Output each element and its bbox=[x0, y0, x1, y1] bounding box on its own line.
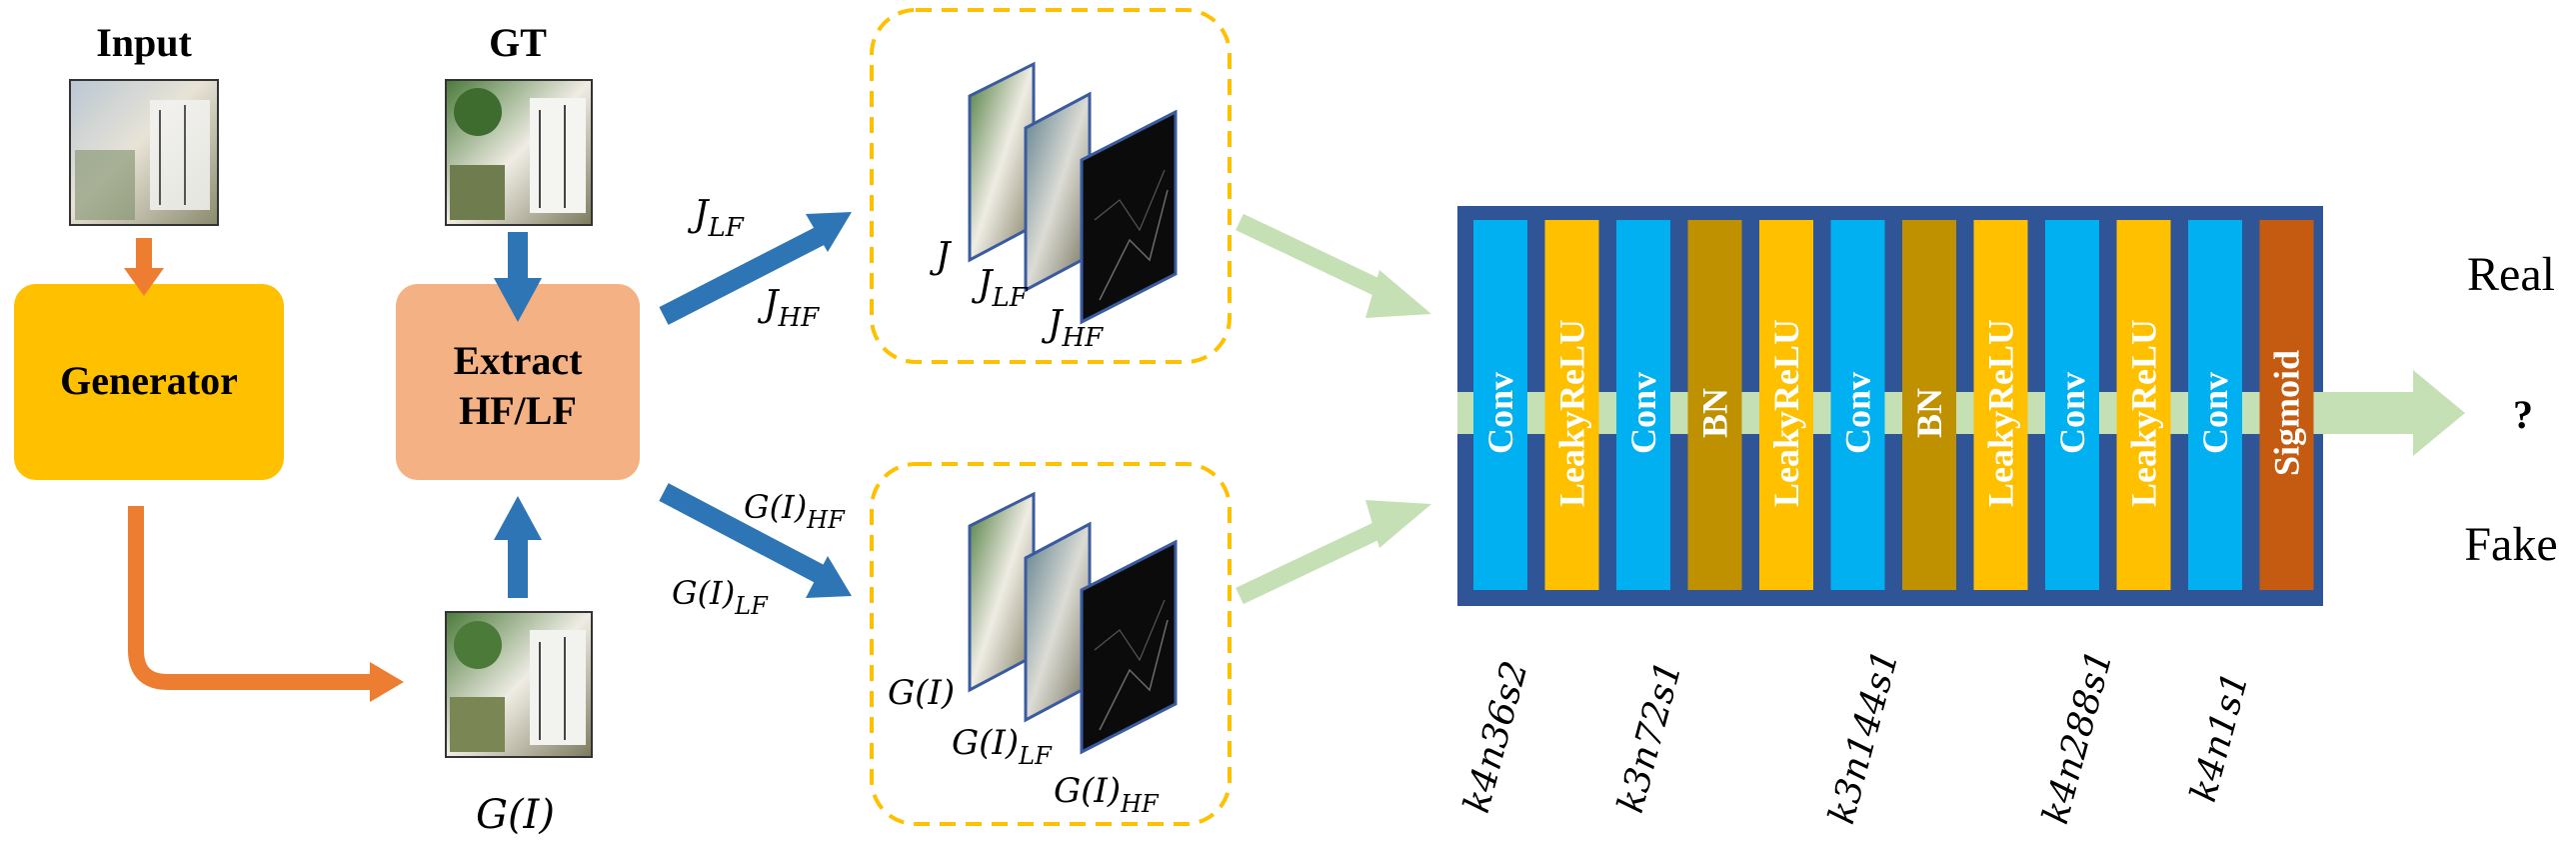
gt-header: GT bbox=[489, 20, 547, 65]
layer-2-relu-bar bbox=[1544, 220, 1599, 590]
layer-9-conv-bar bbox=[2045, 220, 2099, 590]
output-question-label: ? bbox=[2513, 392, 2533, 437]
bottom-stack-gi-label: G(I) bbox=[888, 673, 955, 713]
layer-4-bn-bar bbox=[1687, 220, 1742, 590]
output-real-label: Real bbox=[2467, 248, 2555, 301]
layer-7-label: BN bbox=[1909, 388, 1949, 438]
extract-to-top-stack-arrow bbox=[659, 212, 852, 325]
layer-9-label: Conv bbox=[2052, 372, 2092, 454]
top-stack-jlf-label: JLF bbox=[971, 264, 1029, 313]
top-stack-j-image bbox=[968, 61, 1036, 263]
layer-8-label: LeakyReLU bbox=[1981, 319, 2021, 507]
top-stack-to-disc-arrow bbox=[1236, 213, 1431, 318]
layer-8-relu-bar bbox=[1973, 220, 2028, 590]
gt-to-extract-arrow bbox=[494, 232, 542, 322]
kernel-spec-labels: k4n36s2 k3n72s1 k3n144s1 k4n288s1 k4n1s1 bbox=[1456, 646, 2257, 829]
layer-11-label: Conv bbox=[2195, 372, 2235, 454]
output-fake-label: Fake bbox=[2464, 518, 2557, 571]
layer-10-label: LeakyReLU bbox=[2124, 319, 2164, 507]
kernel-spec-3: k3n144s1 bbox=[1821, 646, 1907, 829]
layer-7-bn-bar bbox=[1902, 220, 1956, 590]
layer-5-label: LeakyReLU bbox=[1766, 319, 1806, 507]
input-to-generator-arrow bbox=[124, 238, 164, 296]
top-stack-j-label: J bbox=[929, 236, 953, 277]
bottom-stack-gihf-label: G(I)HF bbox=[1054, 771, 1160, 818]
discriminator-layers: Conv LeakyReLU Conv BN LeakyReLU Conv BN LeakyR… bbox=[1473, 220, 2314, 590]
g-lf-arrow-label: G(I)LF bbox=[672, 574, 769, 620]
disc-to-output-arrow bbox=[2323, 370, 2465, 456]
generator-label: Generator bbox=[60, 358, 238, 403]
bottom-stack-gi-image bbox=[968, 491, 1036, 693]
kernel-spec-2: k3n72s1 bbox=[1610, 657, 1690, 817]
top-stack-jlf-image bbox=[1024, 91, 1092, 293]
layer-3-conv-bar bbox=[1616, 220, 1670, 590]
kernel-spec-4: k4n288s1 bbox=[2035, 646, 2121, 829]
gt-image bbox=[445, 79, 593, 226]
input-image bbox=[69, 79, 219, 226]
layer-6-conv-bar bbox=[1830, 220, 1885, 590]
layer-2-label: LeakyReLU bbox=[1552, 319, 1592, 507]
g-hf-arrow-label: G(I)HF bbox=[744, 488, 846, 534]
g-i-label: G(I) bbox=[476, 792, 555, 838]
top-stack-frame bbox=[870, 8, 1232, 364]
layer-6-label: Conv bbox=[1838, 372, 1878, 454]
layer-5-relu-bar bbox=[1759, 220, 1813, 590]
top-stack-jhf-image bbox=[1080, 109, 1178, 325]
generator-to-gi-arrow bbox=[128, 506, 404, 702]
kernel-spec-5: k4n1s1 bbox=[2183, 668, 2257, 806]
bottom-stack-frame bbox=[870, 462, 1232, 826]
extract-label-line2: HF/LF bbox=[459, 388, 577, 433]
generator-box bbox=[14, 284, 284, 480]
gi-to-extract-arrow bbox=[494, 496, 542, 598]
bottom-stack-gilf-label: G(I)LF bbox=[952, 723, 1053, 770]
extract-to-bottom-stack-arrow bbox=[659, 483, 852, 598]
bottom-stack-gihf-image bbox=[1080, 539, 1178, 755]
discriminator-flow-band bbox=[1457, 392, 2323, 434]
bottom-stack-to-disc-arrow bbox=[1236, 500, 1431, 605]
layer-3-label: Conv bbox=[1623, 372, 1663, 454]
input-header: Input bbox=[96, 20, 192, 65]
j-lf-arrow-label: JLF bbox=[687, 194, 745, 243]
layer-1-conv-bar bbox=[1473, 220, 1527, 590]
layer-4-label: BN bbox=[1695, 388, 1735, 438]
extract-box bbox=[396, 284, 640, 480]
j-hf-arrow-label: JHF bbox=[757, 284, 820, 333]
layer-12-label: Sigmoid bbox=[2267, 350, 2307, 476]
layer-1-label: Conv bbox=[1480, 372, 1520, 454]
bottom-stack-gilf-image bbox=[1024, 521, 1092, 723]
layer-10-relu-bar bbox=[2116, 220, 2171, 590]
g-i-image bbox=[445, 611, 593, 758]
layer-11-conv-bar bbox=[2188, 220, 2242, 590]
layer-12-sigmoid-bar bbox=[2259, 220, 2314, 590]
kernel-spec-1: k4n36s2 bbox=[1456, 657, 1536, 817]
extract-label-line1: Extract bbox=[454, 338, 584, 383]
